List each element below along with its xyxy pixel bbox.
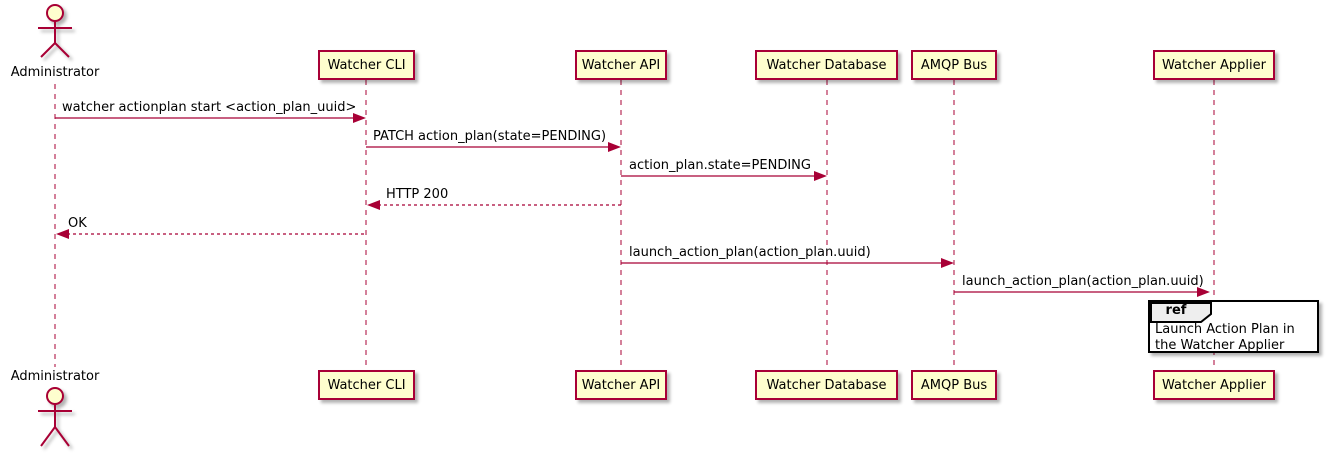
actor-label-bottom: Administrator — [10, 369, 100, 384]
participant-bottom-watcher-cli: Watcher CLI — [318, 370, 415, 400]
ref-keyword: ref — [1165, 303, 1187, 318]
message-arrow-3 — [621, 171, 827, 181]
message-label-4: HTTP 200 — [386, 187, 449, 202]
message-arrow-2 — [366, 142, 621, 152]
participant-bottom-watcher-applier: Watcher Applier — [1153, 370, 1275, 400]
message-label-6: launch_action_plan(action_plan.uuid) — [629, 245, 871, 260]
message-label-1: watcher actionplan start <action_plan_uu… — [62, 100, 357, 115]
message-arrow-5 — [56, 229, 366, 239]
participant-bottom-watcher-database: Watcher Database — [755, 370, 898, 400]
participant-top-watcher-api: Watcher API — [575, 50, 667, 80]
message-label-2: PATCH action_plan(state=PENDING) — [373, 129, 607, 144]
actor-figure-bottom — [38, 387, 72, 447]
message-label-5: OK — [68, 216, 87, 231]
participant-bottom-watcher-api: Watcher API — [575, 370, 667, 400]
message-label-3: action_plan.state=PENDING — [629, 158, 811, 173]
message-arrow-4 — [367, 200, 621, 210]
participant-top-watcher-database: Watcher Database — [755, 50, 898, 80]
message-arrow-1 — [55, 113, 366, 123]
participant-top-watcher-applier: Watcher Applier — [1153, 50, 1275, 80]
ref-text: Launch Action Plan in the Watcher Applie… — [1155, 322, 1295, 353]
actor-figure-top — [38, 4, 72, 58]
message-arrow-7 — [954, 287, 1210, 297]
message-arrow-6 — [621, 258, 954, 268]
ref-tab-pentagon — [1150, 302, 1212, 323]
participant-top-watcher-cli: Watcher CLI — [318, 50, 415, 80]
actor-label-top: Administrator — [10, 65, 100, 80]
ref-box: ref Launch Action Plan in the Watcher Ap… — [1148, 300, 1319, 353]
participant-bottom-amqp-bus: AMQP Bus — [911, 370, 997, 400]
participant-top-amqp-bus: AMQP Bus — [911, 50, 997, 80]
message-label-7: launch_action_plan(action_plan.uuid) — [962, 274, 1204, 289]
